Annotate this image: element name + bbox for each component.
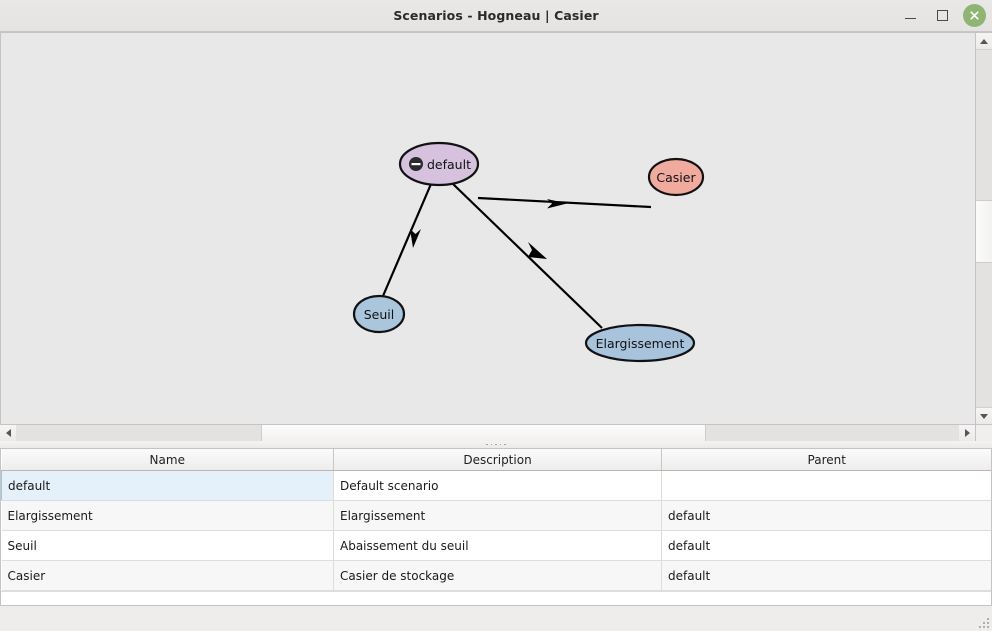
scroll-up-button[interactable] [976,33,992,50]
close-icon [970,11,979,20]
minimize-button[interactable] [899,5,921,27]
table-row[interactable]: Casier Casier de stockage default [1,560,991,591]
graph-horizontal-scrollbar[interactable] [0,424,992,441]
splitter-dot [490,443,493,446]
scenarios-table-area: Name Description Parent default Default … [0,449,992,605]
horizontal-scroll-track[interactable] [16,425,959,441]
graph-vertical-scrollbar[interactable] [975,32,992,424]
graph-node-label: Seuil [364,307,395,322]
maximize-icon [936,10,948,21]
graph-node-casier[interactable]: Casier [647,157,705,197]
resize-grip-icon[interactable] [977,616,989,628]
cell-name[interactable]: Casier [1,560,334,591]
chevron-right-icon [964,429,970,437]
table-empty-area[interactable] [1,591,991,605]
vertical-scroll-thumb[interactable] [976,199,992,263]
graph-pane: default Casier Seuil Elargisseme [0,32,992,424]
scrollbar-corner [975,425,992,441]
title-bar: Scenarios - Hogneau | Casier [0,0,992,32]
close-button[interactable] [963,4,986,27]
chevron-down-icon [980,413,988,419]
minus-circle-icon[interactable] [409,157,423,171]
graph-edges [381,183,652,329]
column-header-parent[interactable]: Parent [661,449,991,471]
scroll-left-button[interactable] [0,425,16,441]
status-bar [0,605,992,631]
splitter-dot [495,443,497,446]
scroll-down-button[interactable] [976,407,992,424]
cell-name[interactable]: Seuil [1,530,334,561]
column-header-description[interactable]: Description [333,449,662,471]
table-header-row: Name Description Parent [1,449,991,471]
scenario-graph[interactable]: default Casier Seuil Elargisseme [1,33,975,424]
edge-default-seuil [381,183,433,297]
column-header-name[interactable]: Name [1,449,334,471]
cell-parent[interactable] [661,470,991,501]
cell-name[interactable]: Elargissement [1,500,334,531]
graph-svg: default Casier Seuil Elargisseme [352,141,705,363]
chevron-up-icon [980,38,988,44]
cell-description[interactable]: Elargissement [333,500,662,531]
scenarios-table: Name Description Parent default Default … [1,449,991,591]
scroll-right-button[interactable] [959,425,975,441]
table-row[interactable]: Seuil Abaissement du seuil default [1,530,991,561]
cell-description[interactable]: Casier de stockage [333,560,662,591]
cell-name[interactable]: default [1,470,334,501]
maximize-button[interactable] [931,5,953,27]
splitter-dot [499,443,502,446]
graph-node-label: Casier [656,170,696,185]
graph-canvas-container[interactable]: default Casier Seuil Elargisseme [0,32,975,424]
cell-description[interactable]: Default scenario [333,470,662,501]
cell-parent[interactable]: default [661,560,991,591]
window-title: Scenarios - Hogneau | Casier [393,8,599,23]
graph-node-elargissement[interactable]: Elargissement [584,323,696,363]
graph-node-seuil[interactable]: Seuil [352,294,406,334]
table-row[interactable]: Elargissement Elargissement default [1,500,991,531]
graph-node-default[interactable]: default [398,141,480,187]
splitter-dot [486,443,488,446]
cell-parent[interactable]: default [661,500,991,531]
edge-default-casier [477,196,652,209]
pane-splitter[interactable] [0,441,992,449]
edge-default-elargissement [452,183,603,329]
window-controls [899,0,986,31]
graph-node-label: default [427,157,471,172]
graph-node-label: Elargissement [596,336,685,351]
vertical-scroll-track[interactable] [976,50,992,407]
table-row[interactable]: default Default scenario [1,470,991,501]
cell-parent[interactable]: default [661,530,991,561]
graph-nodes: default Casier Seuil Elargisseme [352,141,705,363]
chevron-left-icon [5,429,11,437]
splitter-dot [504,443,506,446]
cell-description[interactable]: Abaissement du seuil [333,530,662,561]
minimize-icon [904,18,916,19]
horizontal-scroll-thumb[interactable] [261,425,707,441]
